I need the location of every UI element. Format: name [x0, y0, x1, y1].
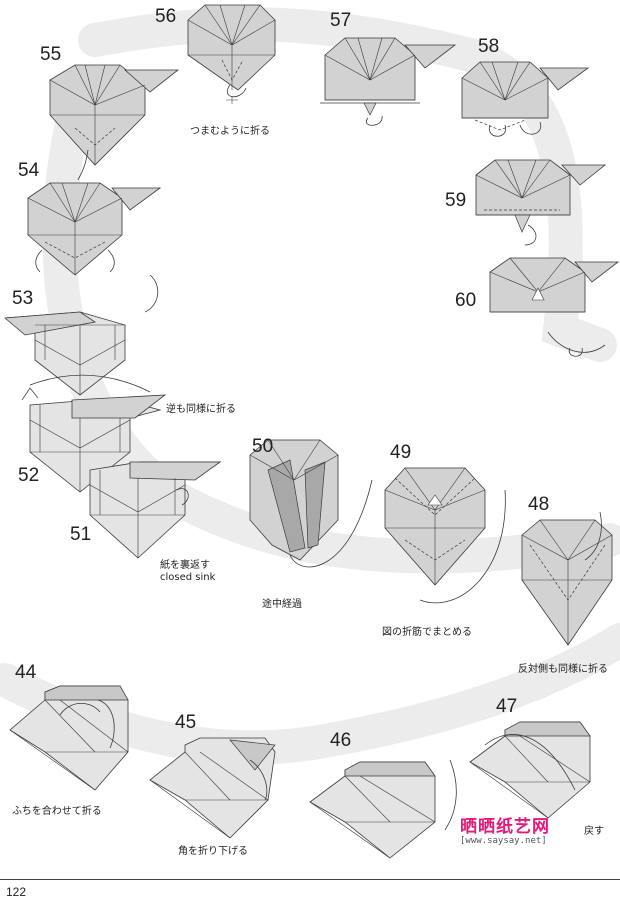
- step-number: 50: [252, 436, 274, 457]
- step-number: 49: [390, 442, 412, 463]
- step-caption: ふちを合わせて折る: [12, 806, 102, 817]
- step-50-figure: [249, 439, 373, 568]
- step-number: 51: [70, 524, 92, 545]
- step-46-figure: [309, 759, 457, 859]
- step-number: 53: [12, 288, 34, 309]
- step-number: 55: [40, 44, 62, 65]
- step-45-figure: [149, 737, 276, 839]
- step-number: 45: [175, 712, 197, 733]
- step-caption: closed sink: [160, 572, 216, 583]
- step-59-figure: [475, 159, 607, 246]
- step-54-figure: [27, 182, 162, 313]
- step-number: 44: [15, 662, 37, 683]
- watermark-url: [www.saysay.net]: [460, 836, 547, 846]
- step-caption: 角を折り下げる: [178, 846, 248, 857]
- step-number: 52: [18, 465, 40, 486]
- watermark: 晒晒纸艺网 [www.saysay.net]: [460, 812, 620, 846]
- step-caption: 戻す: [584, 826, 604, 837]
- step-caption: 図の折筋でまとめる: [382, 627, 472, 638]
- step-57-figure: [320, 37, 457, 126]
- page-number: 122: [6, 885, 27, 899]
- step-53-figure: [4, 311, 151, 401]
- step-58-figure: [461, 61, 590, 137]
- step-number: 46: [330, 730, 352, 751]
- step-number: 54: [18, 160, 40, 181]
- step-number: 56: [155, 6, 177, 27]
- step-47-figure: [469, 721, 591, 819]
- step-44-figure: [9, 685, 129, 791]
- step-52-figure: [29, 394, 167, 493]
- step-number: 48: [528, 494, 550, 515]
- step-caption: 逆も同様に折る: [166, 404, 236, 415]
- step-number: 58: [478, 36, 500, 57]
- step-caption: 途中経過: [262, 599, 302, 610]
- footer-rule: [0, 879, 620, 880]
- step-number: 47: [496, 696, 518, 717]
- step-48-figure: [521, 511, 613, 646]
- step-caption: 反対側も同様に折る: [518, 664, 608, 675]
- step-number: 59: [445, 190, 467, 211]
- step-60-figure: [489, 257, 620, 357]
- step-caption: つまむように折る: [190, 126, 270, 137]
- step-caption: 紙を裏返す: [160, 560, 210, 571]
- step-number: 57: [330, 10, 352, 31]
- step-49-figure: [384, 467, 506, 604]
- step-56-figure: [187, 4, 276, 104]
- step-number: 60: [455, 290, 477, 311]
- watermark-title: 晒晒纸艺网: [460, 817, 550, 837]
- step-55-figure: [49, 64, 180, 181]
- step-51-figure: [89, 461, 222, 559]
